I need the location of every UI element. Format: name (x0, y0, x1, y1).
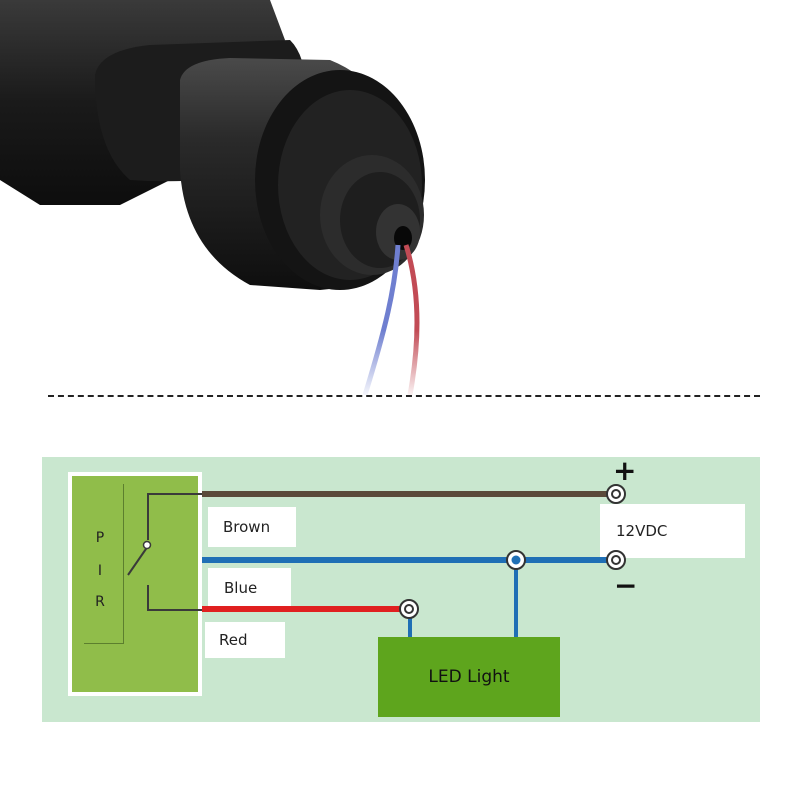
pir-letter-i: I (97, 563, 103, 579)
terminal-minus (606, 550, 626, 570)
pir-letter-p: P (95, 530, 105, 546)
pir-inner-outline (84, 484, 124, 644)
pir-letter-r: R (95, 594, 105, 610)
terminal-plus (606, 484, 626, 504)
dashed-separator (48, 395, 760, 397)
brown-wire-label: Brown (208, 507, 296, 547)
terminal-red (399, 599, 419, 619)
red-wire-label: Red (205, 622, 285, 658)
pir-sensor-block (68, 472, 202, 696)
blue-wire-label: Blue (208, 568, 291, 608)
sensor-photo (0, 0, 440, 400)
led-light-load: LED Light (378, 637, 560, 717)
plus-sign: + (613, 454, 637, 487)
minus-sign: − (614, 569, 638, 602)
supply-voltage-label: 12VDC (600, 504, 745, 558)
junction-blue (506, 550, 526, 570)
